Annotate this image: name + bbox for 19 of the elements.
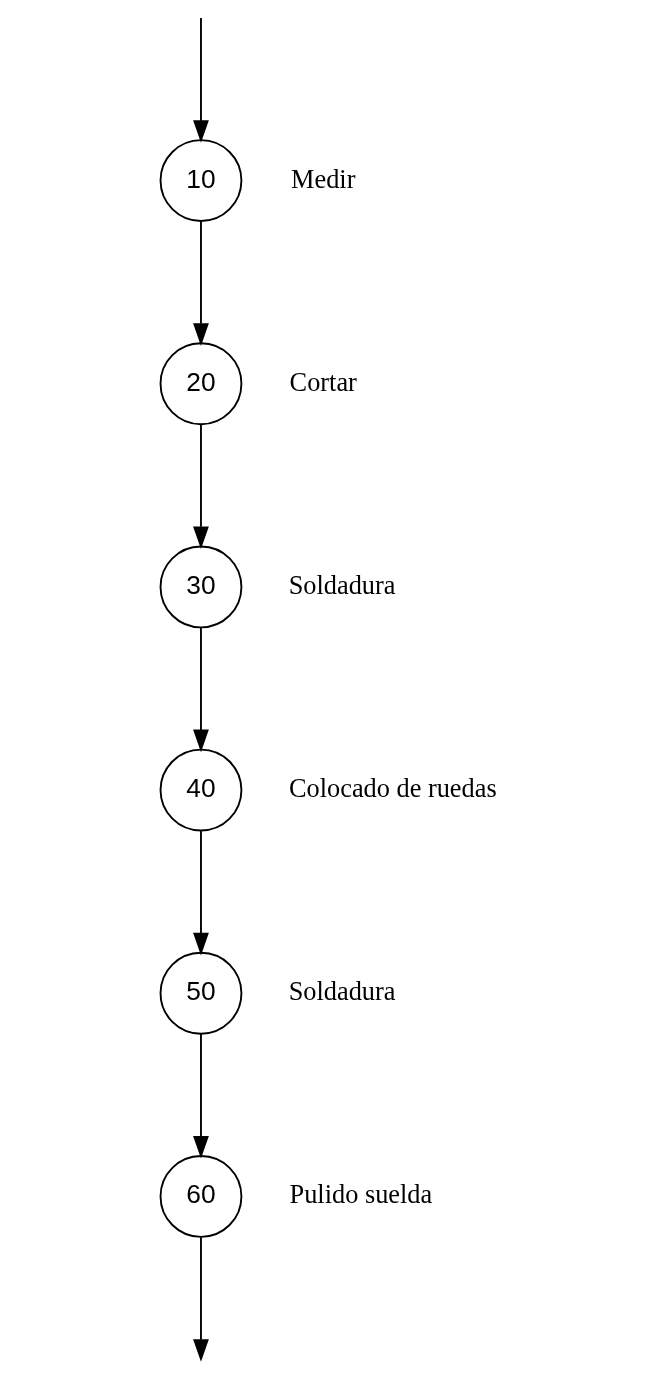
node-label: Cortar [289, 367, 357, 397]
node-label: Soldadura [288, 570, 395, 600]
arrow [192, 423, 209, 550]
arrow [192, 220, 209, 346]
node-circle: 10 [159, 139, 242, 222]
arrow [192, 1033, 209, 1159]
node-label: Medir [290, 164, 355, 194]
node-label: Colocado de ruedas [288, 774, 497, 804]
node-label: Soldadura [288, 977, 395, 1007]
node-circle: 30 [159, 545, 242, 629]
node-circle: 50 [159, 951, 242, 1035]
node-circle: 40 [159, 748, 242, 832]
arrow [192, 17, 209, 143]
node-circle: 20 [159, 342, 242, 426]
arrow [192, 1236, 209, 1362]
arrow [192, 829, 209, 956]
node-circle: 60 [159, 1155, 242, 1238]
node-label: Pulido suelda [289, 1180, 432, 1210]
arrow [192, 626, 209, 753]
